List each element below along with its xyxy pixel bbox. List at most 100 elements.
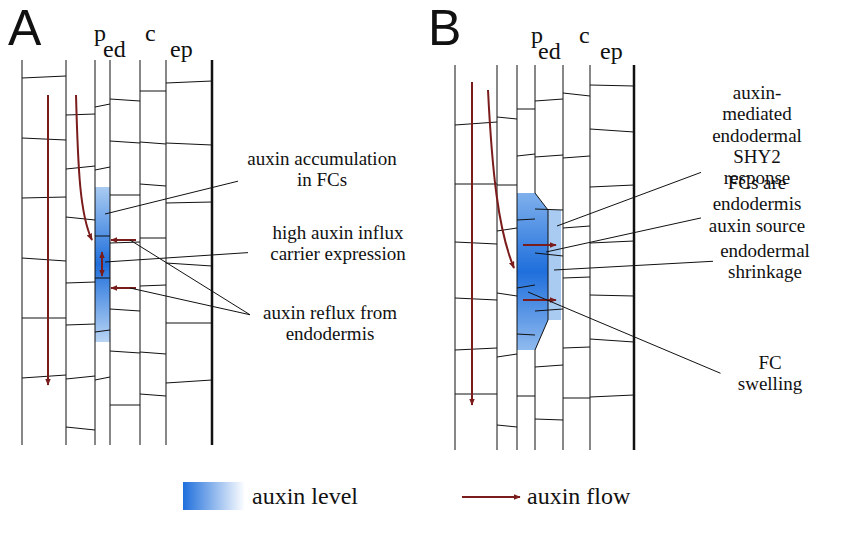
leader-lines [105, 172, 721, 373]
cross-wall [535, 309, 563, 311]
cross-wall [95, 104, 110, 107]
founder-cells [95, 187, 110, 342]
legend-text: auxin flow [527, 483, 630, 510]
cross-wall [22, 318, 66, 319]
cell-walls [22, 60, 634, 450]
cross-wall [95, 330, 110, 332]
cross-wall [66, 376, 95, 379]
cross-wall [497, 185, 517, 186]
cross-wall [66, 282, 95, 283]
cross-wall [140, 91, 166, 92]
cross-wall [66, 427, 95, 430]
cross-wall [22, 375, 66, 378]
cross-wall [590, 129, 634, 132]
cross-wall [563, 277, 590, 278]
cross-wall [590, 395, 634, 397]
cross-wall [563, 226, 590, 228]
cross-wall [95, 377, 110, 380]
cross-wall [140, 238, 166, 239]
cross-wall [455, 242, 497, 244]
leader-line [557, 172, 701, 226]
cross-wall [517, 285, 535, 288]
cross-wall [590, 85, 634, 86]
cross-wall [66, 324, 95, 325]
cross-wall [95, 278, 110, 279]
cross-wall [66, 217, 95, 220]
panel-letter: B [428, 0, 461, 56]
cross-wall [535, 155, 563, 157]
cross-wall [110, 309, 140, 311]
cross-wall [166, 380, 212, 383]
leader-line [130, 240, 250, 315]
cross-wall [22, 197, 66, 198]
cross-wall [66, 166, 95, 169]
cross-wall [110, 141, 140, 143]
tissue-label: ed [538, 38, 561, 65]
swollen-founder-cells [517, 193, 548, 350]
cross-wall [166, 323, 212, 324]
callout-text: FCs are endodermis auxin source [706, 172, 808, 236]
cross-wall [563, 156, 590, 158]
tissue-label: ep [170, 36, 193, 63]
cross-wall [140, 142, 166, 144]
leader-line [105, 253, 248, 262]
cross-wall [517, 219, 535, 220]
cross-wall [140, 184, 166, 186]
tissue-label: ed [103, 36, 126, 63]
cross-wall [563, 398, 590, 399]
cross-wall [140, 285, 166, 286]
cross-wall [590, 295, 634, 296]
cross-wall [22, 138, 66, 140]
callout-text: FC swelling [726, 352, 815, 395]
cross-wall [535, 419, 563, 420]
cross-wall [455, 298, 497, 300]
cross-wall [497, 425, 517, 427]
cross-wall [455, 394, 497, 395]
cross-wall [166, 263, 212, 266]
cross-wall [590, 185, 634, 187]
leader-line [105, 181, 238, 214]
callout-text: auxin accumulation in FCs [243, 148, 401, 191]
cross-wall [497, 293, 517, 296]
legend-arrow-sample [462, 496, 520, 498]
cross-wall [140, 352, 166, 354]
cross-wall [455, 184, 497, 185]
cross-wall [22, 258, 66, 261]
cross-wall [535, 253, 563, 256]
cross-wall [535, 99, 563, 101]
cross-wall [535, 209, 563, 210]
cross-wall [22, 76, 66, 78]
leader-line [546, 218, 701, 252]
cross-wall [166, 202, 212, 203]
cross-wall [563, 347, 590, 348]
callout-text: endodermal shrinkage [718, 240, 812, 283]
cross-wall [110, 99, 140, 101]
tissue-label: ep [600, 38, 623, 65]
cross-wall [517, 154, 535, 156]
cross-wall [140, 394, 166, 396]
callout-text: auxin reflux from endodermis [255, 302, 405, 345]
leader-line [554, 261, 713, 270]
cross-wall [455, 348, 497, 350]
cross-wall [166, 81, 212, 83]
cross-wall [563, 93, 590, 96]
cross-wall [166, 143, 212, 145]
cross-wall [95, 236, 110, 237]
cross-wall [535, 365, 563, 367]
leader-line [528, 292, 721, 373]
callout-text: high auxin influx carrier expression [253, 222, 423, 265]
cross-wall [66, 114, 95, 115]
tissue-label: c [145, 20, 156, 47]
cross-wall [517, 109, 535, 110]
tissue-label: c [579, 22, 590, 49]
cross-wall [517, 396, 535, 397]
cross-wall [95, 167, 110, 170]
cross-wall [497, 117, 517, 119]
panel-letter: A [8, 0, 41, 56]
cross-wall [590, 339, 634, 342]
cross-wall [497, 354, 517, 357]
cross-wall [517, 334, 535, 335]
cross-wall [110, 351, 140, 353]
auxin-flow-arrows [48, 82, 556, 497]
